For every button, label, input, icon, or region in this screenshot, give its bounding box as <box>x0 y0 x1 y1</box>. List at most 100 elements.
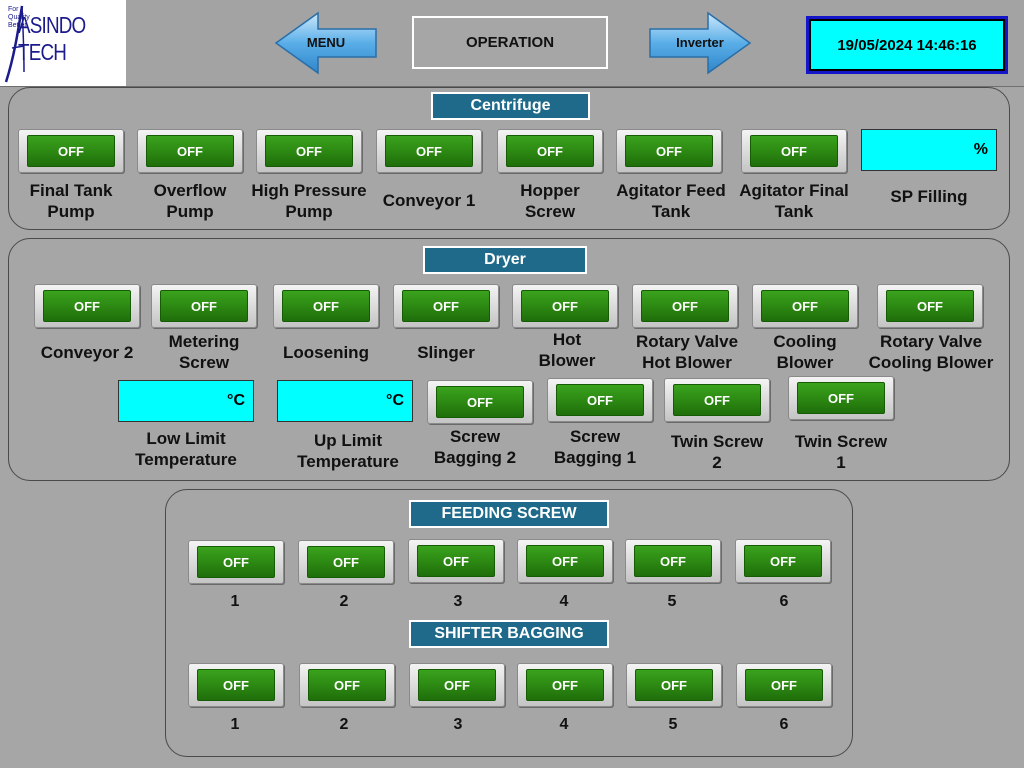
shifter-bagging-3-button[interactable]: OFF <box>409 663 505 707</box>
final-tank-pump-button[interactable]: OFF <box>18 129 124 173</box>
final-tank-pump-label: Final Tank Pump <box>29 181 113 221</box>
button-state: OFF <box>797 382 885 414</box>
button-state: OFF <box>307 546 385 578</box>
hopper-screw-button[interactable]: OFF <box>497 129 603 173</box>
feeding-screw-1-label: 1 <box>230 593 240 610</box>
button-state: OFF <box>886 290 974 322</box>
up-limit-temperature-field[interactable]: °C <box>277 380 413 422</box>
twin-screw-1-label: Twin Screw 1 <box>794 432 888 472</box>
overflow-pump-button[interactable]: OFF <box>137 129 243 173</box>
button-state: OFF <box>635 669 713 701</box>
shifter-bagging-2-button[interactable]: OFF <box>299 663 395 707</box>
header-bar: For Quality Better ASINDO TECH MENU OPER… <box>0 0 1024 87</box>
dryer-panel <box>8 238 1010 481</box>
conveyor-2-button[interactable]: OFF <box>34 284 140 328</box>
sp-filling-field[interactable]: % <box>861 129 997 171</box>
feeding-screw-1-button[interactable]: OFF <box>188 540 284 584</box>
feeding-screw-5-button[interactable]: OFF <box>625 539 721 583</box>
screw-bagging-2-button[interactable]: OFF <box>427 380 533 424</box>
conveyor-1-button[interactable]: OFF <box>376 129 482 173</box>
hopper-screw-label: Hopper Screw <box>520 181 580 221</box>
rotary-valve-cooling-blower-label: Rotary Valve Cooling Blower <box>868 332 994 372</box>
agitator-final-tank-button[interactable]: OFF <box>741 129 847 173</box>
twin-screw-2-button[interactable]: OFF <box>664 378 770 422</box>
low-limit-temperature-field[interactable]: °C <box>118 380 254 422</box>
overflow-pump-label: Overflow Pump <box>153 181 227 221</box>
inverter-button[interactable]: Inverter <box>648 11 752 75</box>
cooling-blower-button[interactable]: OFF <box>752 284 858 328</box>
shifter-bagging-1-button[interactable]: OFF <box>188 663 284 707</box>
company-logo: For Quality Better ASINDO TECH <box>0 0 126 86</box>
button-state: OFF <box>761 290 849 322</box>
metering-screw-label: Metering Screw <box>168 332 240 372</box>
logo-tagline: For Quality Better <box>8 6 30 29</box>
button-state: OFF <box>521 290 609 322</box>
agitator-feed-tank-button[interactable]: OFF <box>616 129 722 173</box>
shifter-bagging-6-label: 6 <box>779 716 789 733</box>
up-limit-unit: °C <box>386 392 404 409</box>
inverter-label: Inverter <box>676 35 724 50</box>
button-state: OFF <box>418 669 496 701</box>
twin-screw-2-label: Twin Screw 2 <box>670 432 764 472</box>
feeding-screw-3-button[interactable]: OFF <box>408 539 504 583</box>
shifter-bagging-6-button[interactable]: OFF <box>736 663 832 707</box>
agitator-feed-tank-label: Agitator Feed Tank <box>616 181 726 221</box>
menu-label: MENU <box>306 35 346 50</box>
right-arrow-icon <box>649 11 752 75</box>
loosening-button[interactable]: OFF <box>273 284 379 328</box>
high-pressure-pump-label: High Pressure Pump <box>251 181 367 221</box>
button-state: OFF <box>506 135 594 167</box>
button-state: OFF <box>634 545 712 577</box>
button-state: OFF <box>385 135 473 167</box>
button-state: OFF <box>308 669 386 701</box>
feeding-screw-6-label: 6 <box>779 593 789 610</box>
button-state: OFF <box>673 384 761 416</box>
logo-text: ASINDO TECH <box>18 12 86 65</box>
button-state: OFF <box>744 545 822 577</box>
button-state: OFF <box>556 384 644 416</box>
high-pressure-pump-button[interactable]: OFF <box>256 129 362 173</box>
shifter-bagging-5-button[interactable]: OFF <box>626 663 722 707</box>
feeding-screw-2-button[interactable]: OFF <box>298 540 394 584</box>
loosening-label: Loosening <box>283 343 369 362</box>
button-state: OFF <box>43 290 131 322</box>
screw-bagging-2-label: Screw Bagging 2 <box>433 427 517 467</box>
button-state: OFF <box>27 135 115 167</box>
metering-screw-button[interactable]: OFF <box>151 284 257 328</box>
dryer-title: Dryer <box>423 246 587 274</box>
conveyor-1-label: Conveyor 1 <box>382 191 476 210</box>
shifter-bagging-5-label: 5 <box>668 716 678 733</box>
button-state: OFF <box>641 290 729 322</box>
slinger-label: Slinger <box>417 343 475 362</box>
left-arrow-icon <box>274 11 377 75</box>
shifter-bagging-1-label: 1 <box>230 716 240 733</box>
button-state: OFF <box>526 669 604 701</box>
button-state: OFF <box>402 290 490 322</box>
centrifuge-title: Centrifuge <box>431 92 590 120</box>
button-state: OFF <box>160 290 248 322</box>
button-state: OFF <box>745 669 823 701</box>
screw-bagging-1-button[interactable]: OFF <box>547 378 653 422</box>
button-state: OFF <box>282 290 370 322</box>
up-limit-temperature-label: Up Limit Temperature <box>297 431 399 471</box>
slinger-button[interactable]: OFF <box>393 284 499 328</box>
rotary-valve-cooling-blower-button[interactable]: OFF <box>877 284 983 328</box>
button-state: OFF <box>750 135 838 167</box>
shifter-bagging-4-button[interactable]: OFF <box>517 663 613 707</box>
shifter-bagging-2-label: 2 <box>339 716 349 733</box>
button-state: OFF <box>417 545 495 577</box>
shifter-bagging-4-label: 4 <box>559 716 569 733</box>
rotary-valve-hot-blower-button[interactable]: OFF <box>632 284 738 328</box>
feeding-screw-6-button[interactable]: OFF <box>735 539 831 583</box>
twin-screw-1-button[interactable]: OFF <box>788 376 894 420</box>
hot-blower-label: Hot Blower <box>538 330 596 370</box>
hot-blower-button[interactable]: OFF <box>512 284 618 328</box>
menu-button[interactable]: MENU <box>274 11 378 75</box>
button-state: OFF <box>526 545 604 577</box>
feeding-screw-4-button[interactable]: OFF <box>517 539 613 583</box>
page-title: OPERATION <box>412 16 608 69</box>
screw-bagging-1-label: Screw Bagging 1 <box>553 427 637 467</box>
shifter-bagging-title: SHIFTER BAGGING <box>409 620 609 648</box>
button-state: OFF <box>197 669 275 701</box>
